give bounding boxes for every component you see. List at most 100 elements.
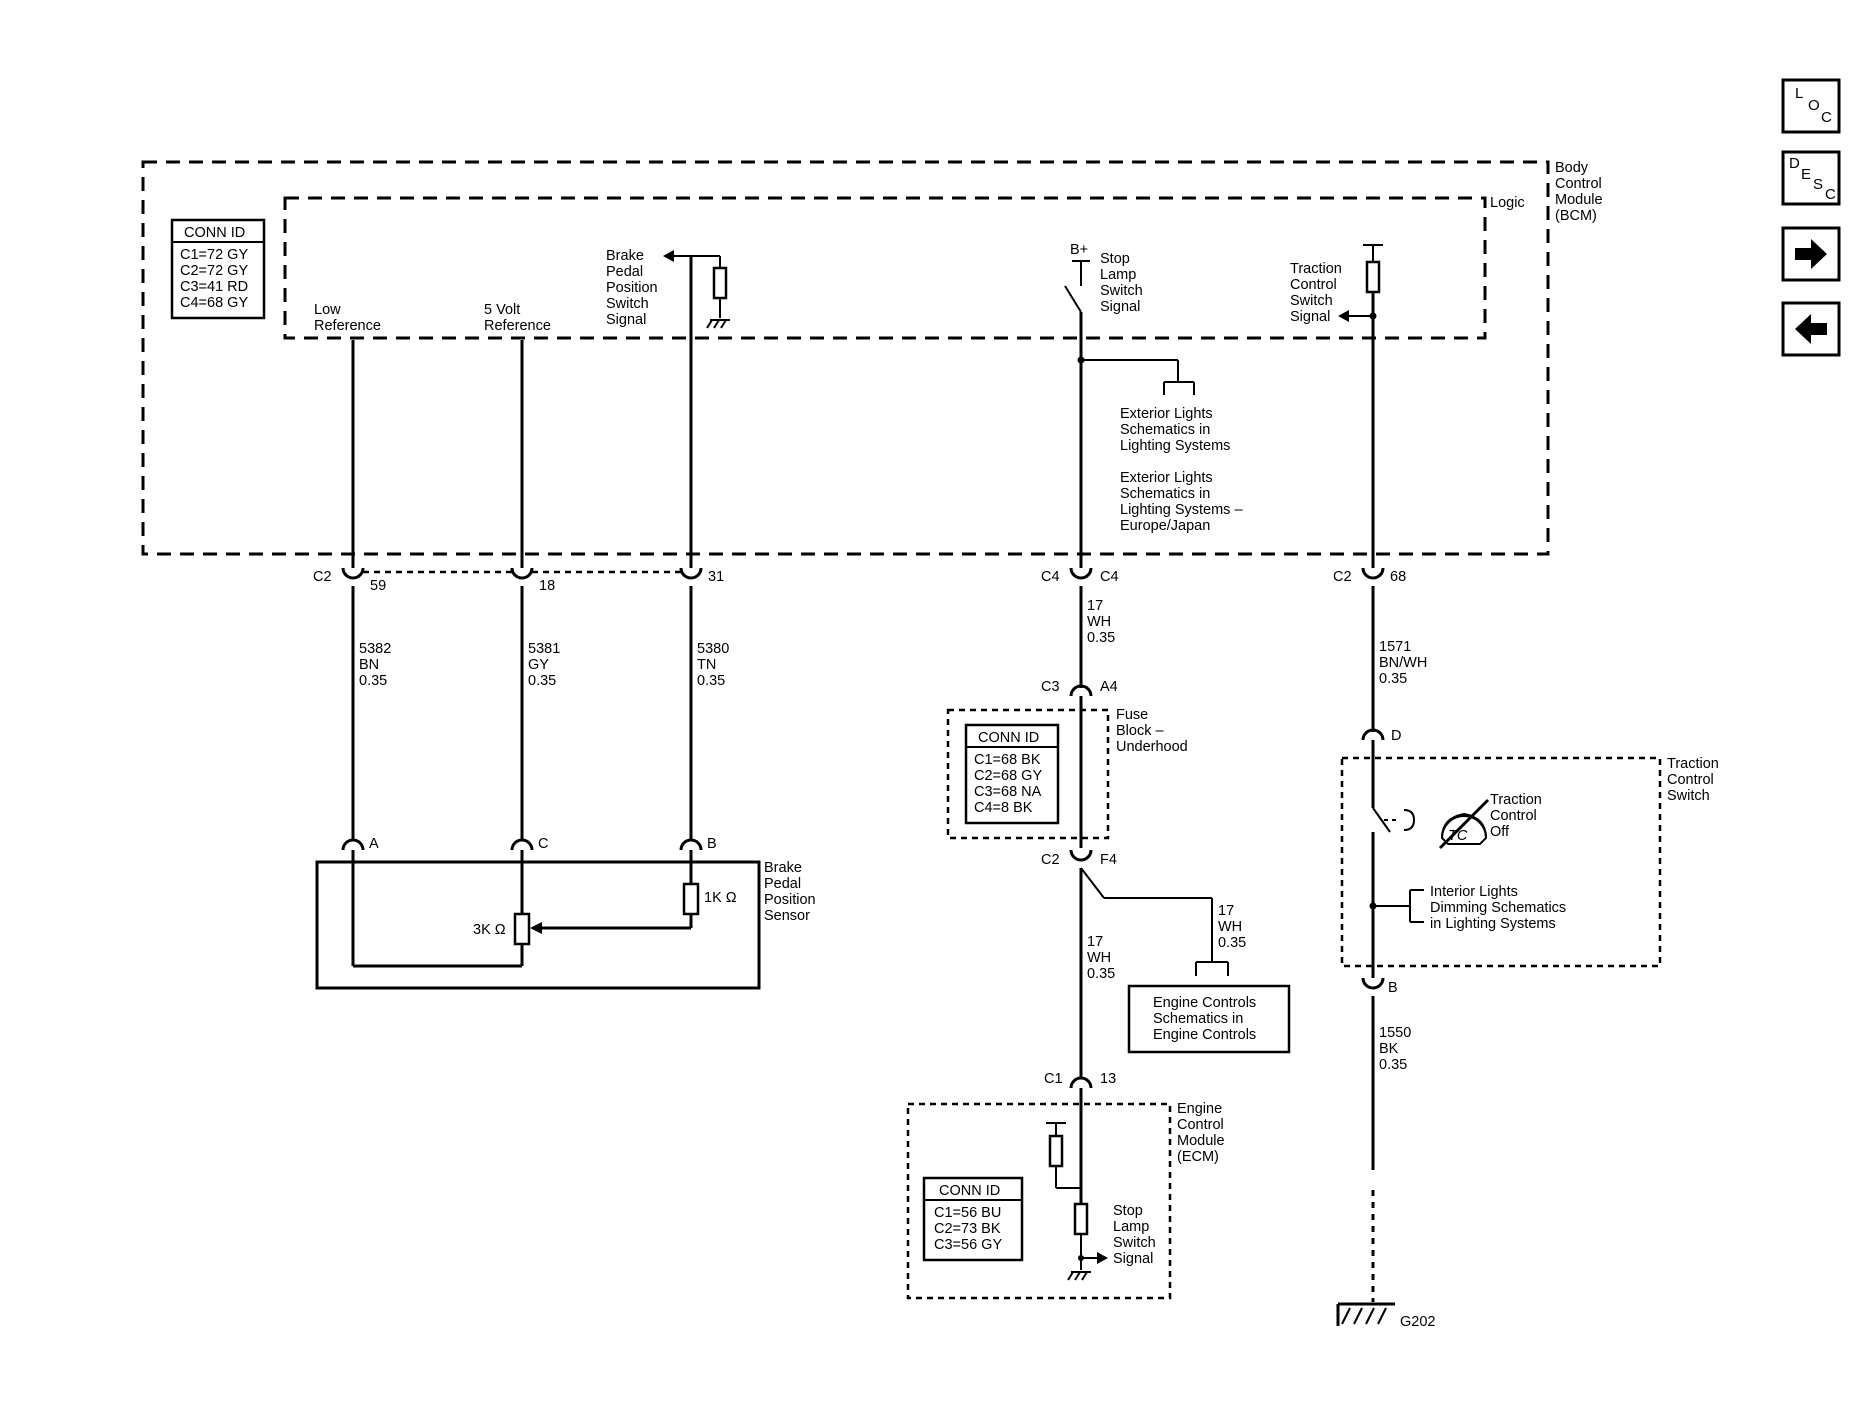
wire-5380-label: 5380 TN 0.35 bbox=[697, 641, 729, 689]
pin-18-label: 18 bbox=[539, 578, 555, 594]
svg-text:5381: 5381 bbox=[528, 641, 560, 657]
svg-text:1550: 1550 bbox=[1379, 1025, 1411, 1041]
bcm-conn-id-row: C4=68 GY bbox=[180, 295, 248, 311]
pin-13-label: 13 bbox=[1100, 1071, 1116, 1087]
svg-text:17: 17 bbox=[1087, 598, 1103, 614]
svg-text:0.35: 0.35 bbox=[1379, 1057, 1407, 1073]
svg-text:(BCM): (BCM) bbox=[1555, 208, 1597, 224]
desc-button[interactable]: D E S C bbox=[1781, 150, 1841, 206]
svg-text:Switch: Switch bbox=[606, 296, 649, 312]
svg-text:TN: TN bbox=[697, 657, 716, 673]
svg-text:Brake: Brake bbox=[606, 248, 644, 264]
wire-17-branch-label: 17 WH 0.35 bbox=[1218, 903, 1246, 951]
svg-text:Lighting Systems –: Lighting Systems – bbox=[1120, 502, 1243, 518]
bcm-logic-label: Logic bbox=[1490, 195, 1525, 211]
svg-text:Switch: Switch bbox=[1113, 1235, 1156, 1251]
sensor-pin-b-label: B bbox=[707, 836, 717, 852]
c2-fuse-label: C2 bbox=[1041, 852, 1060, 868]
ground-g202-icon bbox=[1336, 1302, 1395, 1326]
desc-letter-2: E bbox=[1801, 166, 1811, 183]
svg-text:Module: Module bbox=[1555, 192, 1603, 208]
brake-pedal-position-sensor-label: Brake Pedal Position Sensor bbox=[764, 860, 816, 924]
svg-text:Engine Controls: Engine Controls bbox=[1153, 1027, 1256, 1043]
bcm-title: Body Control Module (BCM) bbox=[1555, 160, 1603, 224]
next-page-button[interactable] bbox=[1781, 226, 1841, 282]
fuse-block-c2-connector bbox=[1069, 849, 1093, 862]
svg-text:0.35: 0.35 bbox=[1087, 966, 1115, 982]
traction-control-off-label: Traction Control Off bbox=[1490, 792, 1542, 840]
bcm-stop-lamp-circuit bbox=[1064, 260, 1195, 568]
svg-text:Schematics in: Schematics in bbox=[1120, 422, 1210, 438]
bcm-boundary bbox=[141, 160, 1550, 556]
svg-text:Schematics in: Schematics in bbox=[1153, 1011, 1243, 1027]
b-plus-label: B+ bbox=[1070, 242, 1088, 258]
ecm-pullup-resistor bbox=[1048, 1134, 1064, 1168]
loc-letter-2: O bbox=[1808, 97, 1820, 114]
svg-text:Control: Control bbox=[1667, 772, 1714, 788]
bcm-conn-id-table: CONN ID C1=72 GY C2=72 GY C3=41 RD C4=68… bbox=[170, 218, 266, 320]
previous-page-button[interactable] bbox=[1781, 301, 1841, 357]
svg-text:Traction: Traction bbox=[1290, 261, 1342, 277]
svg-text:Sensor: Sensor bbox=[764, 908, 810, 924]
brake-pedal-position-sensor bbox=[315, 860, 761, 990]
bcm-traction-circuit bbox=[1338, 244, 1383, 568]
ecm-conn-id-row: C3=56 GY bbox=[934, 1237, 1002, 1253]
bcm-conn-id-row: C3=41 RD bbox=[180, 279, 248, 295]
ecm-stop-lamp-signal-label: Stop Lamp Switch Signal bbox=[1113, 1203, 1156, 1267]
ecm-conn-id-row: C2=73 BK bbox=[934, 1221, 1001, 1237]
svg-text:0.35: 0.35 bbox=[1218, 935, 1246, 951]
ecm-label: Engine Control Module (ECM) bbox=[1177, 1101, 1225, 1165]
svg-text:Reference: Reference bbox=[314, 318, 381, 334]
svg-text:5382: 5382 bbox=[359, 641, 391, 657]
bcm-traction-resistor bbox=[1365, 260, 1381, 294]
ecm-conn-id-row: C1=56 BU bbox=[934, 1205, 1001, 1221]
wire-17-branch bbox=[1079, 867, 1229, 1078]
resistor-1k bbox=[682, 882, 700, 916]
exterior-lights-reference-2: Exterior Lights Schematics in Lighting S… bbox=[1120, 470, 1243, 534]
svg-text:Module: Module bbox=[1177, 1133, 1225, 1149]
engine-controls-reference-box: Engine Controls Schematics in Engine Con… bbox=[1127, 984, 1291, 1054]
desc-letter-1: D bbox=[1789, 155, 1800, 172]
brake-pedal-switch-signal-label: Brake Pedal Position Switch Signal bbox=[606, 248, 658, 328]
svg-text:BN/WH: BN/WH bbox=[1379, 655, 1427, 671]
sensor-pin-a-label: A bbox=[369, 836, 379, 852]
ecm-pulldown-resistor bbox=[1073, 1202, 1089, 1236]
bcm-logic-boundary bbox=[283, 196, 1487, 340]
c4-left-label: C4 bbox=[1041, 569, 1060, 585]
wire-5382-label: 5382 BN 0.35 bbox=[359, 641, 391, 689]
traction-switch-b-connector bbox=[1361, 977, 1385, 990]
svg-text:Control: Control bbox=[1290, 277, 1337, 293]
sensor-connector-pins bbox=[341, 838, 703, 851]
stop-lamp-switch-signal-label: Stop Lamp Switch Signal bbox=[1100, 251, 1143, 315]
traction-switch-d-connector bbox=[1361, 728, 1385, 741]
resistor-3k-label: 3K Ω bbox=[473, 922, 506, 938]
svg-text:BK: BK bbox=[1379, 1041, 1399, 1057]
svg-text:BN: BN bbox=[359, 657, 379, 673]
pin-68-label: 68 bbox=[1390, 569, 1406, 585]
fuse-conn-id-row: C4=8 BK bbox=[974, 800, 1033, 816]
svg-text:0.35: 0.35 bbox=[1087, 630, 1115, 646]
svg-text:Reference: Reference bbox=[484, 318, 551, 334]
svg-text:GY: GY bbox=[528, 657, 549, 673]
fuse-conn-id-row: C2=68 GY bbox=[974, 768, 1042, 784]
svg-text:0.35: 0.35 bbox=[359, 673, 387, 689]
loc-button[interactable]: L O C bbox=[1781, 78, 1841, 134]
ecm-internal-circuit bbox=[1046, 1088, 1108, 1281]
svg-text:Lamp: Lamp bbox=[1100, 267, 1136, 283]
sensor-internal-circuit bbox=[351, 850, 700, 968]
ground-g202-label: G202 bbox=[1400, 1314, 1435, 1330]
svg-text:Block –: Block – bbox=[1116, 723, 1164, 739]
pin-b-label: B bbox=[1388, 980, 1398, 996]
traction-control-switch-label: Traction Control Switch bbox=[1667, 756, 1719, 804]
sensor-pin-c-label: C bbox=[538, 836, 548, 852]
wire-1550-label: 1550 BK 0.35 bbox=[1379, 1025, 1411, 1073]
fuse-conn-id-row: C3=68 NA bbox=[974, 784, 1042, 800]
traction-control-off-icon: TC bbox=[1438, 798, 1490, 850]
svg-text:Exterior Lights: Exterior Lights bbox=[1120, 406, 1213, 422]
switch-contact bbox=[1372, 807, 1391, 833]
desc-letter-4: C bbox=[1825, 186, 1836, 203]
tc-icon-text: TC bbox=[1448, 828, 1468, 844]
fuse-block-boundary bbox=[946, 708, 1110, 840]
svg-text:0.35: 0.35 bbox=[1379, 671, 1407, 687]
